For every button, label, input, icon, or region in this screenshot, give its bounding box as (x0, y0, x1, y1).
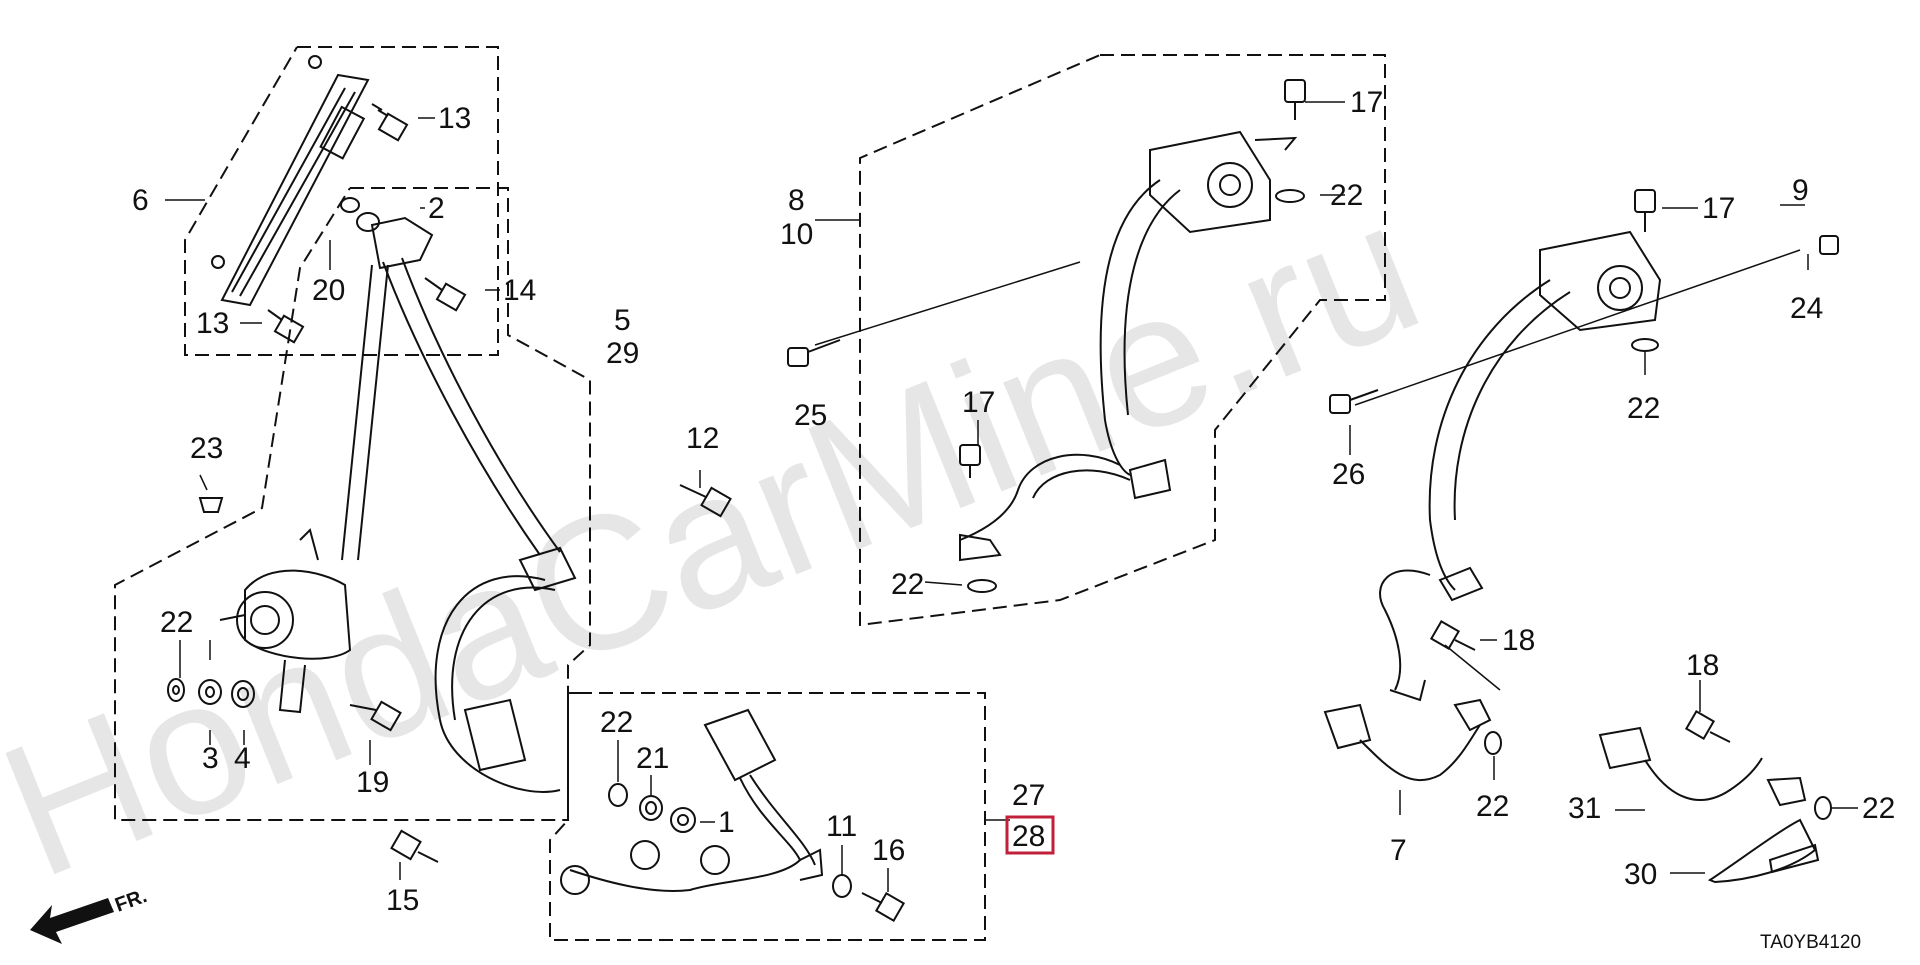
rear-outer-group-frame (859, 54, 1386, 627)
callout-30: 30 (1624, 858, 1657, 891)
callout-28: 28 (1012, 820, 1045, 853)
callout-9: 9 (1792, 174, 1809, 207)
buckle-group-frame (549, 692, 986, 941)
callout-21: 21 (636, 742, 669, 775)
callout-13-bottom: 13 (196, 307, 229, 340)
rear-outer-retractor (787, 79, 1306, 593)
callout-leaders (165, 101, 1858, 892)
callout-17-right: 17 (1702, 192, 1735, 225)
bolts-left (198, 103, 732, 863)
leader-18 (1444, 644, 1501, 691)
callout-26: 26 (1332, 458, 1365, 491)
callout-labels: 6 13 13 2 20 14 5 29 23 12 22 3 4 19 15 … (132, 86, 1895, 917)
callout-3: 3 (202, 742, 219, 775)
callout-7: 7 (1390, 834, 1407, 867)
callout-22-right-top: 22 (1627, 392, 1660, 425)
callout-24: 24 (1790, 292, 1823, 325)
callout-8: 8 (788, 184, 805, 217)
callout-22-left: 22 (160, 606, 193, 639)
callout-17-top: 17 (1350, 86, 1383, 119)
callout-29: 29 (606, 337, 639, 370)
callout-2: 2 (428, 192, 445, 225)
rear-center-retractor (1323, 189, 1839, 884)
callout-20: 20 (312, 274, 345, 307)
adjuster-rail-6 (211, 55, 370, 307)
callout-4: 4 (234, 742, 251, 775)
callout-1: 1 (718, 806, 735, 839)
leader-26 (1354, 249, 1801, 406)
callout-19: 19 (356, 766, 389, 799)
callout-5: 5 (614, 304, 631, 337)
callout-17-mid: 17 (962, 386, 995, 419)
callout-10: 10 (780, 218, 813, 251)
buckle-assembly (560, 708, 906, 923)
washers-left (167, 197, 380, 708)
callout-6: 6 (132, 184, 149, 217)
callout-22-buckle: 22 (600, 706, 633, 739)
callout-23: 23 (190, 432, 223, 465)
callout-11: 11 (826, 810, 857, 843)
front-left-group-frame (114, 46, 591, 821)
callout-13-top: 13 (438, 102, 471, 135)
callout-18-right: 18 (1502, 624, 1535, 657)
watermark: HondaCarMine.ru (0, 160, 1446, 918)
callout-25: 25 (794, 399, 827, 432)
callout-31: 31 (1568, 792, 1601, 825)
highlight-box-28 (1005, 815, 1055, 855)
callout-15: 15 (386, 884, 419, 917)
callout-22-far-right: 22 (1862, 792, 1895, 825)
diagram-code: TA0YB4120 (1760, 932, 1861, 953)
front-webbing (219, 216, 577, 793)
leader-25 (814, 261, 1081, 346)
callout-16: 16 (872, 834, 905, 867)
callout-14: 14 (503, 274, 536, 307)
callout-18-far-right: 18 (1686, 649, 1719, 682)
callout-27: 27 (1012, 779, 1045, 812)
callout-12: 12 (686, 422, 719, 455)
callout-22-mid-top: 22 (1330, 179, 1363, 212)
callout-22-right-mid: 22 (1476, 790, 1509, 823)
callout-22-mid-bottom: 22 (891, 568, 924, 601)
